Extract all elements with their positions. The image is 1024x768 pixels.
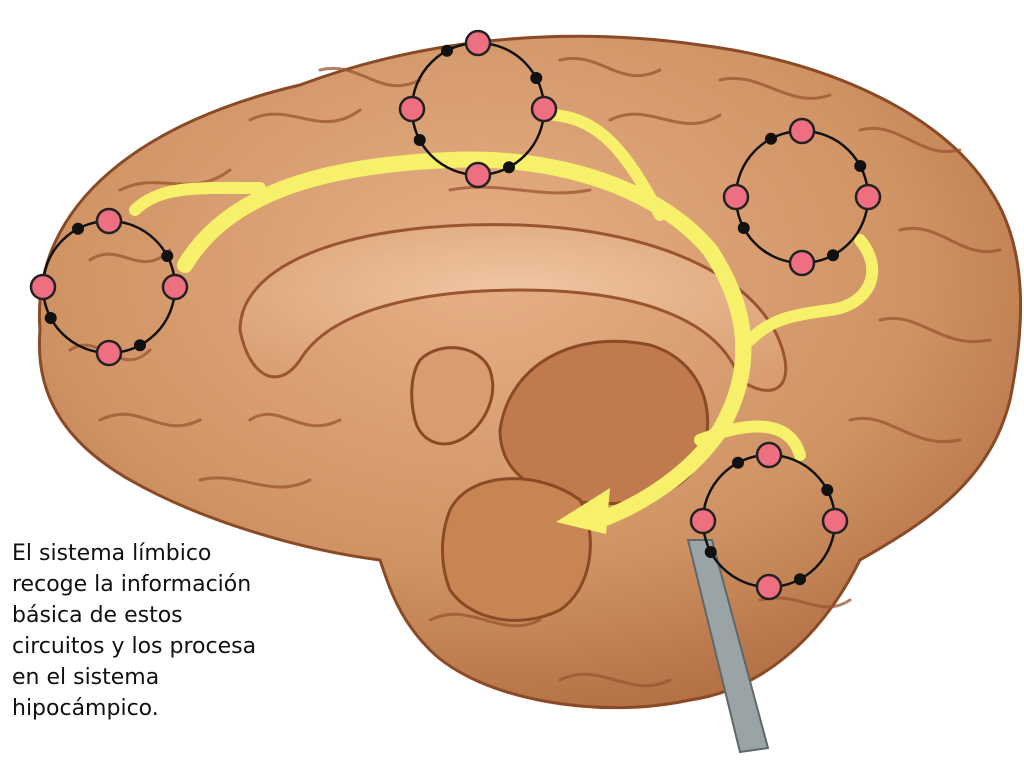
neuron-node	[755, 573, 783, 601]
neuron-node	[29, 273, 57, 301]
neuron-node	[854, 183, 882, 211]
neuron-node	[464, 29, 492, 57]
neuron-node	[788, 249, 816, 277]
neuron-node	[788, 117, 816, 145]
pathways	[129, 109, 879, 528]
synapse-dot	[854, 160, 867, 173]
pathway-posterior-branch	[744, 234, 879, 346]
caption-line: El sistema límbico	[12, 541, 212, 566]
synapse-dot	[765, 132, 778, 145]
neuron-node	[755, 441, 783, 469]
parietal-posterior-circuit	[722, 117, 882, 277]
neuron-node	[722, 183, 750, 211]
caption-text: El sistema límbico recoge la información…	[12, 538, 312, 724]
synapse-dot	[704, 545, 717, 558]
neuron-node	[398, 95, 426, 123]
neuron-node	[689, 507, 717, 535]
synapse-dot	[441, 44, 454, 57]
neural-circuits	[29, 29, 882, 601]
pathway-top-branch	[549, 109, 666, 221]
brainstem-pons	[441, 477, 592, 622]
neuron-node	[530, 95, 558, 123]
midbrain	[410, 346, 495, 446]
synapse-dot	[72, 222, 85, 235]
parietal-top-circuit	[398, 29, 558, 189]
neuron-node	[95, 339, 123, 367]
synapse-dot	[161, 250, 174, 263]
synapse-dot	[44, 311, 57, 324]
synapse-dot	[737, 221, 750, 234]
corpus-callosum	[238, 223, 788, 392]
caption-line: hipocámpico.	[12, 696, 159, 721]
pathway-main	[177, 151, 752, 528]
neuron-node	[161, 273, 189, 301]
synapse-dot	[413, 133, 426, 146]
synapse-dot	[826, 249, 839, 262]
pathway-frontal-branch	[129, 181, 266, 216]
synapse-dot	[793, 573, 806, 586]
caption-line: recoge la información	[12, 572, 252, 597]
synapse-dot	[133, 339, 146, 352]
pathway-arrowhead	[556, 488, 610, 534]
neuron-node	[95, 207, 123, 235]
caption-line: circuitos y los procesa	[12, 634, 257, 659]
synapse-dot	[821, 484, 834, 497]
synapse-dot	[530, 72, 543, 85]
frontal-circuit	[29, 207, 189, 367]
neuron-node	[821, 507, 849, 535]
temporal-circuit	[689, 441, 849, 601]
synapse-dot	[732, 456, 745, 469]
spinal-cord	[686, 539, 770, 754]
neuron-node	[464, 161, 492, 189]
caption-line: en el sistema	[12, 665, 160, 690]
caption-line: básica de estos	[12, 603, 183, 628]
pathway-temporal-branch	[694, 420, 806, 461]
synapse-dot	[502, 161, 515, 174]
